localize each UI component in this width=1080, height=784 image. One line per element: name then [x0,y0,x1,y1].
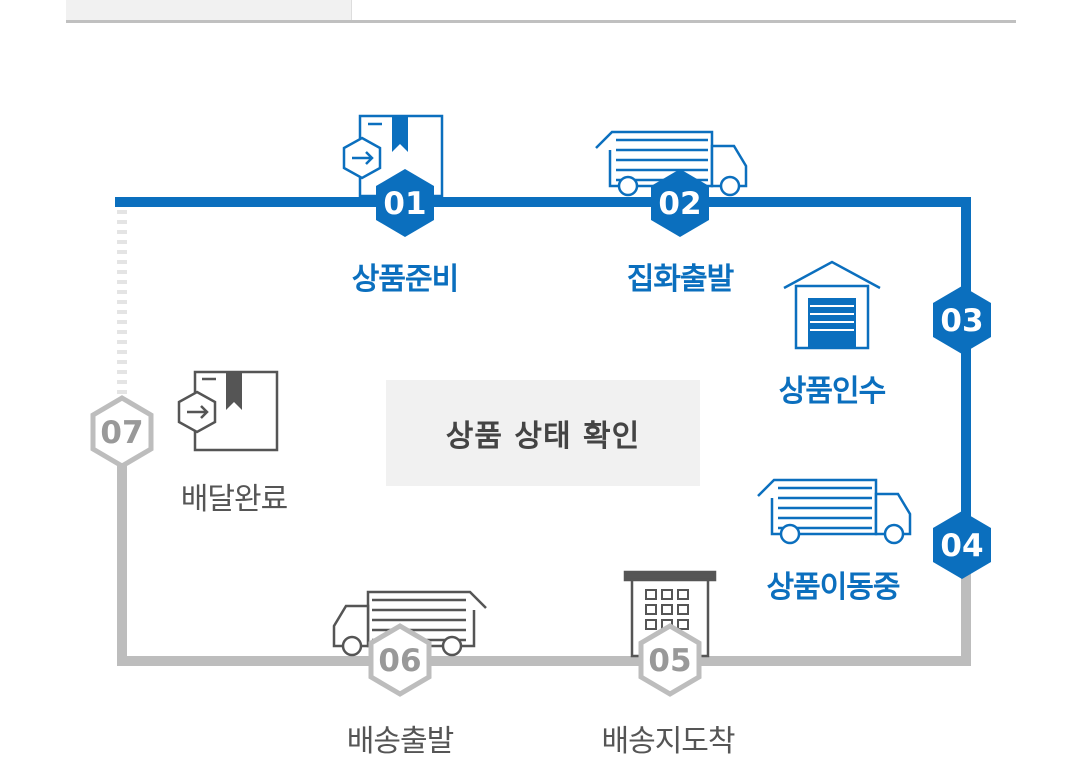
truck-icon [332,590,487,657]
step-label-05: 배송지도착 [601,724,736,759]
step-label-01: 상품준비 [351,262,459,297]
truck-icon [595,130,748,197]
hexagon-shape [638,623,702,697]
step-badge-06: 06 [368,623,432,697]
step-label-04: 상품이동중 [766,570,901,605]
step-number: 06 [378,643,421,679]
page-title: 상품 상태 확인 [386,380,700,486]
step-badge-01: 01 [376,169,434,237]
track-inactive [117,460,971,666]
truck-icon [757,478,912,545]
tab[interactable] [66,0,352,20]
step-badge-05: 05 [638,623,702,697]
step-label-06: 배송출발 [346,724,454,759]
step-number: 01 [383,186,426,222]
step-number: 05 [648,643,691,679]
step-number: 02 [658,186,701,222]
step-badge-03: 03 [933,286,991,354]
hexagon-shape [933,286,991,354]
hexagon-shape [90,395,154,469]
hexagon-shape [651,169,709,237]
step-label-02: 집화출발 [626,262,734,297]
box-icon [342,114,444,198]
warehouse-icon [783,260,881,350]
box-icon [177,370,279,452]
hexagon-shape [376,169,434,237]
step-badge-07: 07 [90,395,154,469]
step-badge-04: 04 [933,511,991,579]
step-label-03: 상품인수 [778,374,886,409]
step-number: 07 [100,415,143,451]
step-number: 04 [940,528,983,564]
step-badge-02: 02 [651,169,709,237]
top-tab-bar [66,0,1016,23]
hexagon-shape [933,511,991,579]
hexagon-shape [368,623,432,697]
step-label-07: 배달완료 [180,482,288,517]
step-number: 03 [940,303,983,339]
